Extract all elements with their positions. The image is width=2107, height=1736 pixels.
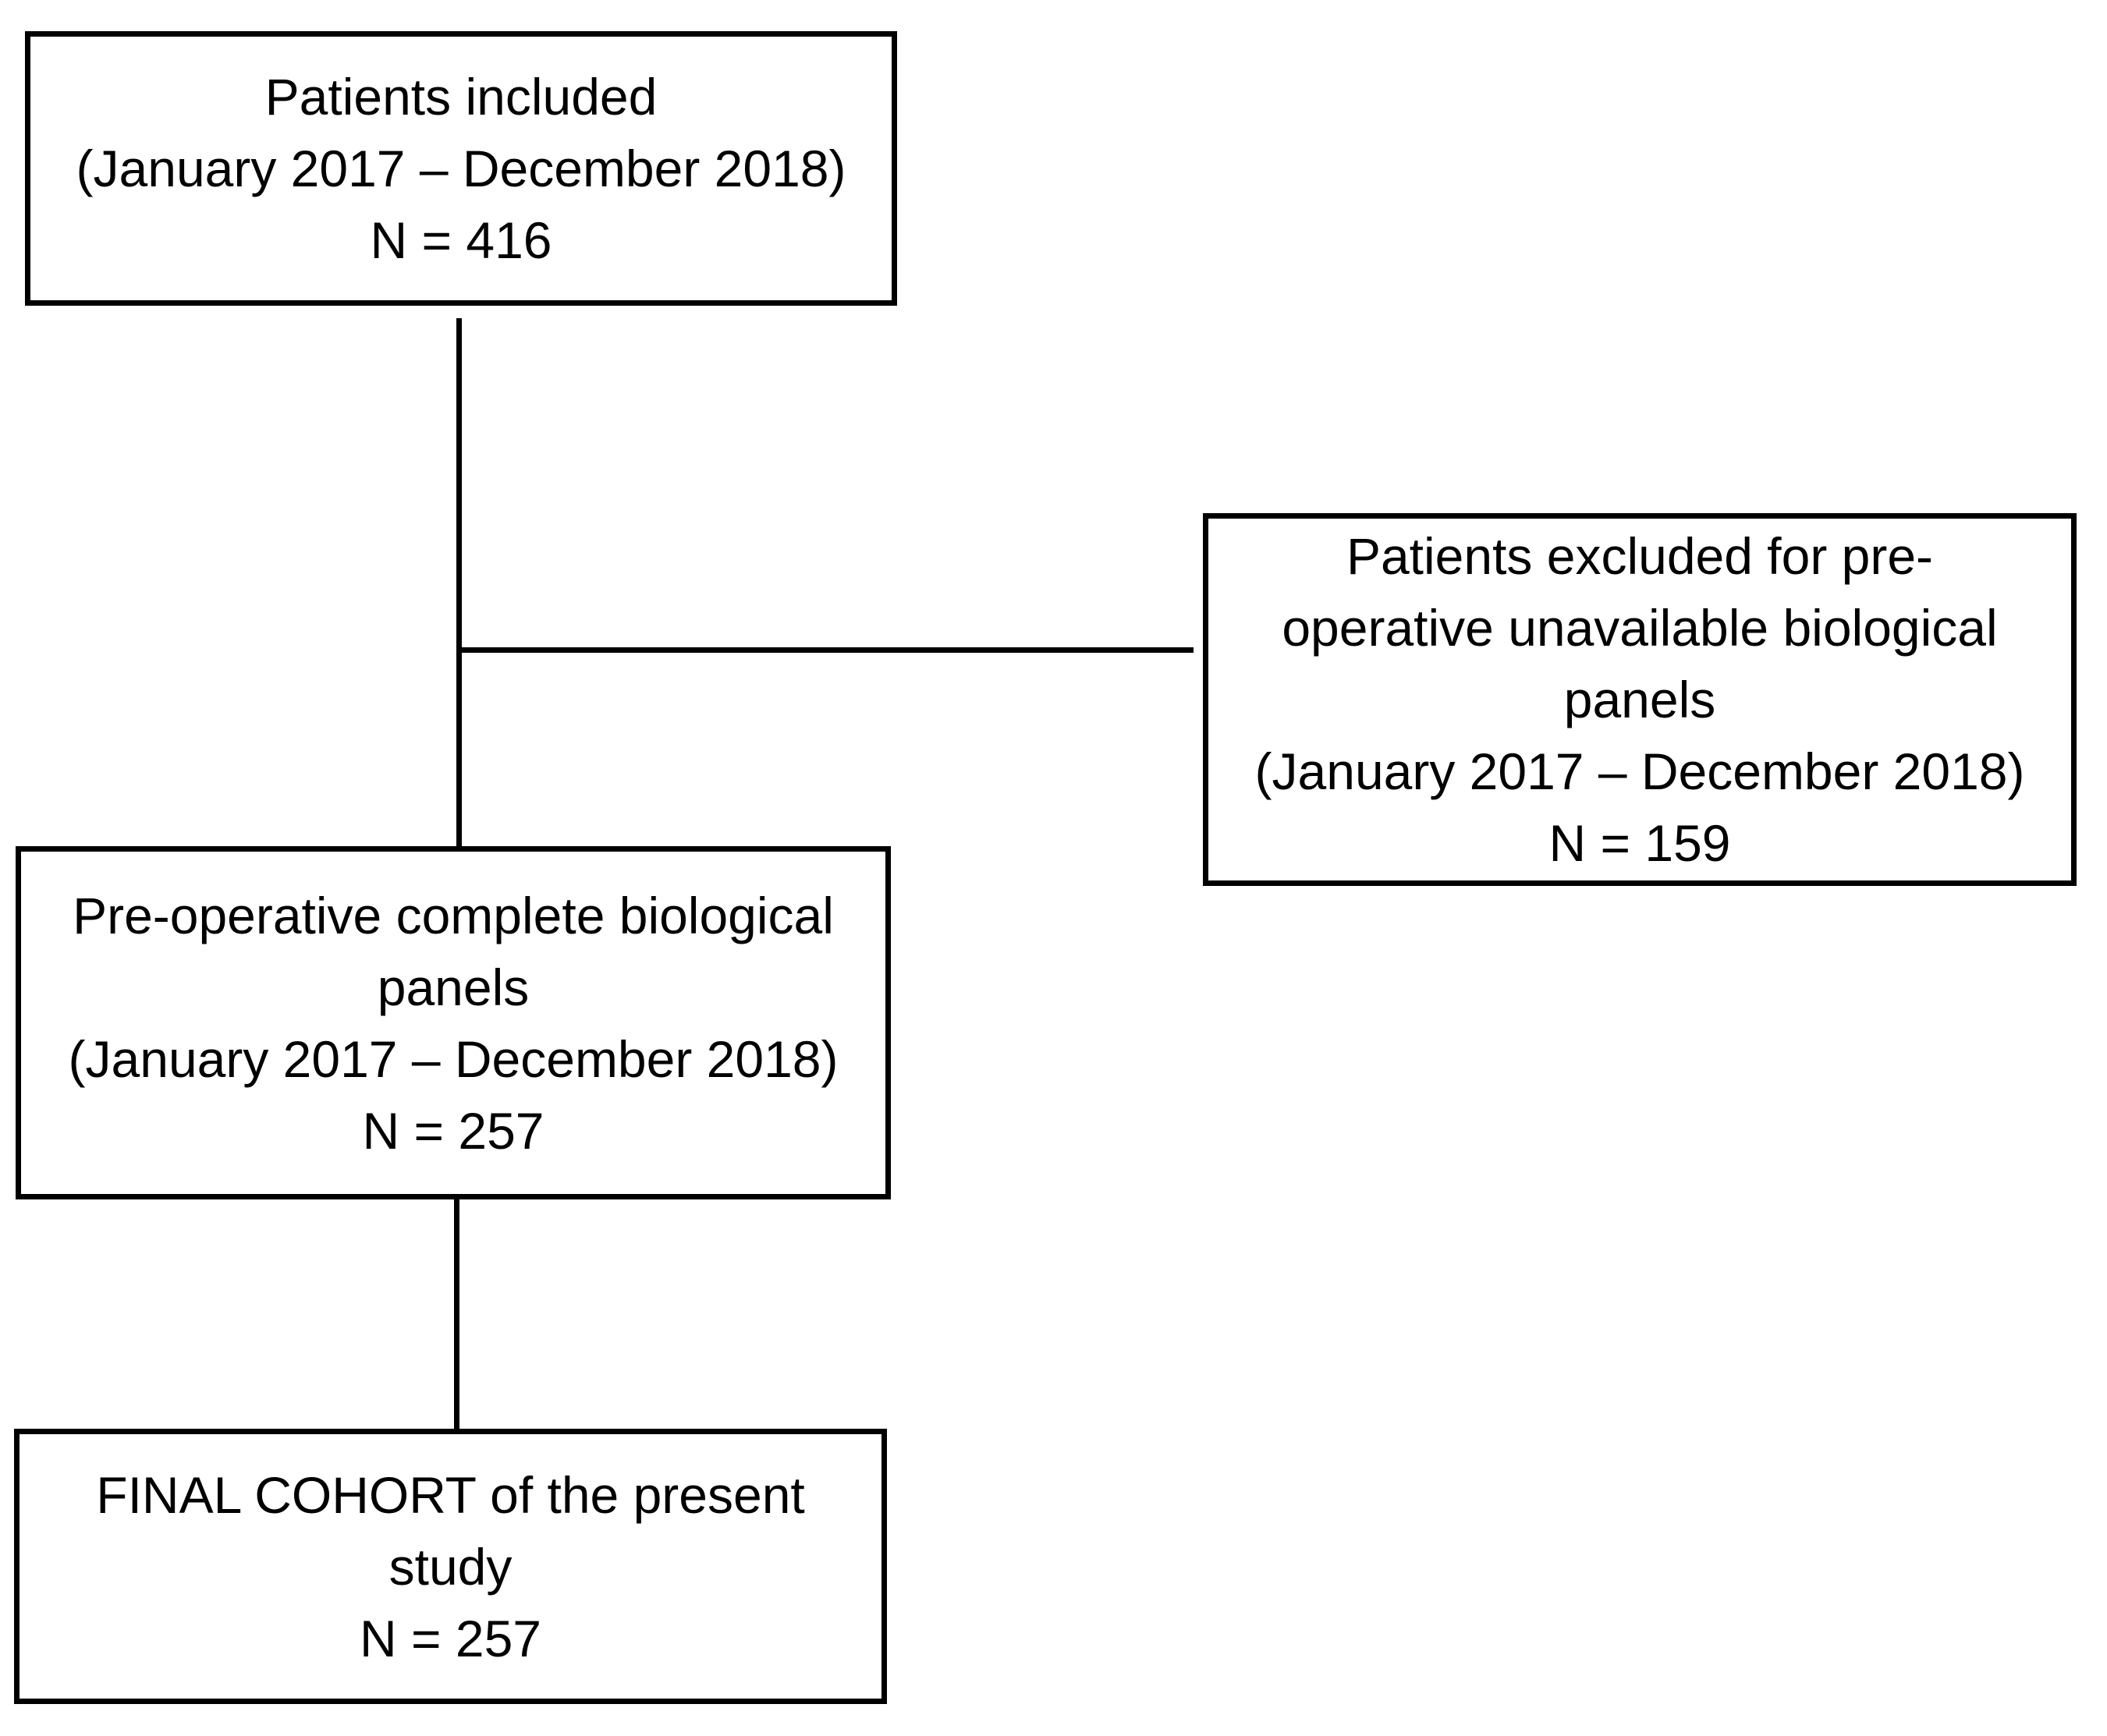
box-excluded-period: (January 2017 – December 2018) [1254, 742, 2025, 800]
box-excluded-title-line2: operative unavailable biological [1282, 599, 1998, 657]
box-complete-title-line1: Pre-operative complete biological [73, 886, 834, 944]
box-complete-biological-panels: Pre-operative complete biological panels… [16, 846, 891, 1199]
box-excluded-title-line3: panels [1563, 671, 1716, 728]
connector-vertical-complete-to-final [454, 1199, 459, 1433]
box-included-period: (January 2017 – December 2018) [76, 140, 846, 197]
box-final-title-line1: FINAL COHORT of the present [96, 1465, 805, 1524]
box-patients-excluded: Patients excluded for pre- operative una… [1203, 513, 2077, 886]
box-included-count: N = 416 [370, 211, 552, 269]
box-complete-period: (January 2017 – December 2018) [68, 1029, 839, 1088]
box-final-count: N = 257 [360, 1609, 541, 1667]
box-complete-count: N = 257 [362, 1101, 544, 1160]
connector-horizontal-branch-to-excluded [459, 647, 1194, 653]
box-complete-title-line2: panels [377, 958, 530, 1016]
box-excluded-count: N = 159 [1548, 814, 1731, 872]
box-excluded-title-line1: Patients excluded for pre- [1346, 527, 1934, 585]
box-final-cohort: FINAL COHORT of the present study N = 25… [14, 1429, 887, 1704]
box-included-title: Patients included [264, 68, 658, 126]
box-patients-included: Patients included (January 2017 – Decemb… [25, 31, 897, 306]
box-final-title-line2: study [388, 1537, 513, 1596]
connector-vertical-included-to-complete [456, 318, 462, 851]
